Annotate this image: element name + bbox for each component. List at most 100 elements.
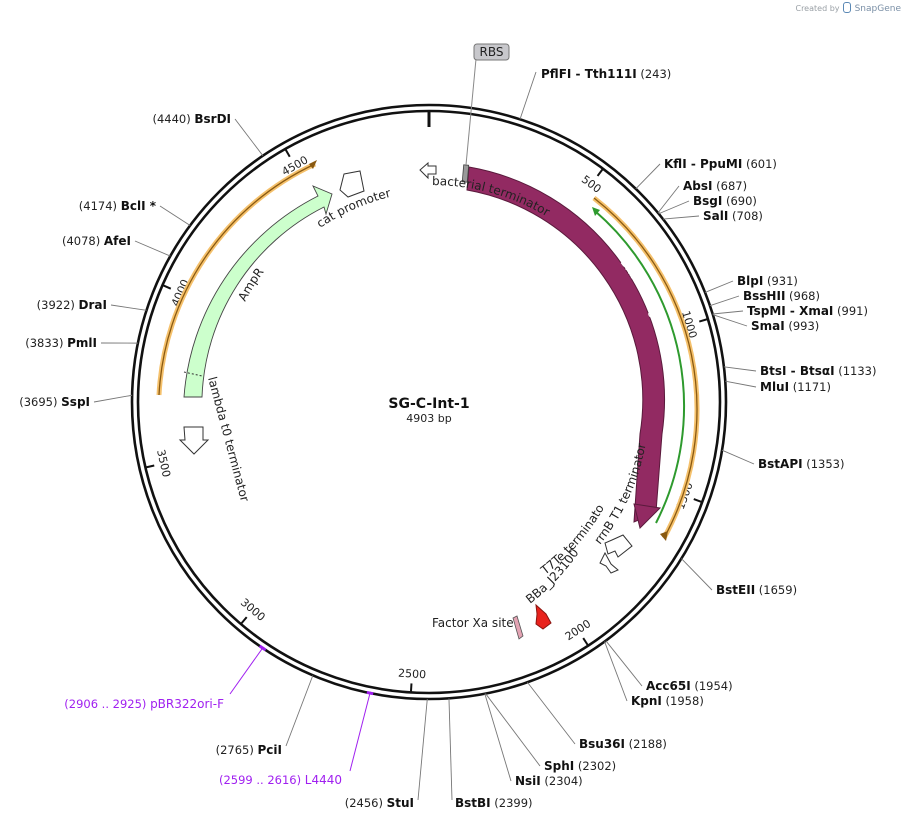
restriction-site: (4440) BsrDI — [152, 112, 264, 157]
site-name: BtsI — [760, 364, 787, 378]
tick-label: 3500 — [154, 448, 173, 478]
restriction-site: BsgI (690) — [658, 194, 757, 215]
primer-mark — [258, 644, 267, 652]
site-position: (3922) — [37, 298, 79, 312]
site-name: BclI * — [121, 199, 157, 213]
site-label: (3833) PmlI — [25, 336, 97, 350]
credit-prefix: Created by — [795, 4, 840, 13]
site-leader-line — [159, 205, 191, 226]
site-position: (1958) — [662, 694, 704, 708]
site-leader-line — [712, 310, 744, 315]
site-position: (2304) — [541, 774, 583, 788]
primer-mark — [366, 690, 374, 696]
site-label: KflI - PpuMI (601) — [664, 157, 777, 171]
site-leader-line — [725, 380, 757, 388]
site-position: (2399) — [491, 796, 533, 810]
backbone — [130, 103, 728, 701]
site-name: BstEII — [716, 583, 755, 597]
restriction-site: NsiI (2304) — [484, 693, 583, 788]
site-leader-line — [658, 200, 690, 215]
site-leader-line — [519, 71, 537, 120]
site-leader-line — [234, 118, 264, 157]
restriction-site: (3695) SspI — [19, 394, 133, 409]
restriction-site: KflI - PpuMI (601) — [635, 157, 777, 190]
primer: (2599 .. 2616) L4440 — [219, 690, 374, 787]
primer-range: (2599 .. 2616) — [219, 773, 305, 787]
primer-label: (2906 .. 2925) pBR322ori-F — [64, 697, 224, 711]
site-position: (2765) — [216, 743, 258, 757]
site-position: (4174) — [79, 199, 121, 213]
green-arc-right — [592, 207, 686, 524]
site-position: (3833) — [25, 336, 67, 350]
site-position: (993) — [785, 319, 820, 333]
site-leader-line — [723, 366, 757, 372]
primer-leader-line — [349, 692, 371, 772]
site-position: (4440) — [152, 112, 194, 126]
plasmid-size: 4903 bp — [406, 412, 451, 425]
restriction-site: BstAPI (1353) — [721, 449, 844, 471]
restriction-site: SphI (2302) — [485, 693, 616, 773]
bacterial-terminator-arrow — [419, 161, 437, 180]
site-position: (931) — [763, 274, 798, 288]
primer-name: L4440 — [305, 773, 342, 787]
factor-xa-site — [512, 615, 524, 640]
site-position: (3695) — [19, 395, 61, 409]
site-name: BssHII — [743, 289, 785, 303]
site-position: (4078) — [62, 234, 104, 248]
t7te-terminator-label: T7Te terminator — [0, 0, 607, 578]
site-position: (968) — [785, 289, 820, 303]
cat-promoter-arrow — [339, 170, 365, 198]
site-label: BstEII (1659) — [716, 583, 797, 597]
site-position: (2188) — [625, 737, 667, 751]
site-leader-line — [712, 314, 748, 327]
restriction-site: BlpI (931) — [704, 274, 798, 293]
site-label: (4174) BclI * — [79, 199, 157, 213]
site-position: (1171) — [789, 380, 831, 394]
site-leader-line — [285, 675, 314, 747]
site-label: MluI (1171) — [760, 380, 831, 394]
site-label: BsgI (690) — [693, 194, 757, 208]
site-label: KpnI (1958) — [631, 694, 704, 708]
site-position: (1954) — [691, 679, 733, 693]
tick-label: 3000 — [238, 596, 268, 624]
site-leader-line — [484, 693, 512, 782]
site-position: (1659) — [755, 583, 797, 597]
site-name: NsiI — [515, 774, 541, 788]
site-position: (708) — [728, 209, 763, 223]
tick-mark — [693, 498, 703, 504]
lambda-t0-terminator-arrow — [178, 426, 210, 455]
primer: (2906 .. 2925) pBR322ori-F — [64, 644, 267, 711]
restriction-site: SmaI (993) — [712, 314, 820, 333]
restriction-site: KpnI (1958) — [604, 641, 704, 708]
site-label: BssHII (968) — [743, 289, 820, 303]
site-name: SalI — [703, 209, 728, 223]
site-position: (243) — [637, 67, 672, 81]
feature-arcs — [156, 160, 700, 541]
tick-mark — [596, 168, 604, 177]
site-label: BstBI (2399) — [455, 796, 533, 810]
site-name: KflI — [664, 157, 687, 171]
site-leader-line — [93, 394, 133, 403]
tick-label: 500 — [579, 173, 604, 196]
tick-mark — [284, 148, 291, 158]
plasmid-name: SG-C-Int-1 — [388, 396, 469, 412]
site-name: SmaI — [751, 319, 785, 333]
bba-j23100-promoter — [535, 603, 552, 630]
credit-brand: SnapGene — [854, 4, 901, 14]
ampr-arrow: AmpR — [183, 185, 333, 398]
site-leader-line — [605, 640, 643, 687]
site-position: (601) — [742, 157, 777, 171]
restriction-site: BstEII (1659) — [681, 558, 797, 597]
site-name: AfeI — [104, 234, 131, 248]
restriction-site: MluI (1171) — [725, 380, 831, 394]
lambda-t0-label: lambda t0 terminator — [205, 375, 252, 503]
restriction-site: TspMI - XmaI (991) — [712, 304, 868, 318]
site-position: (991) — [833, 304, 868, 318]
rrnb-t1-terminator-arrow — [604, 534, 633, 558]
site-leader-line — [110, 304, 147, 311]
site-leader-line — [635, 163, 661, 190]
orange-arc-right — [592, 196, 700, 541]
site-label: (3922) DraI — [37, 298, 107, 312]
site-label: (4078) AfeI — [62, 234, 131, 248]
